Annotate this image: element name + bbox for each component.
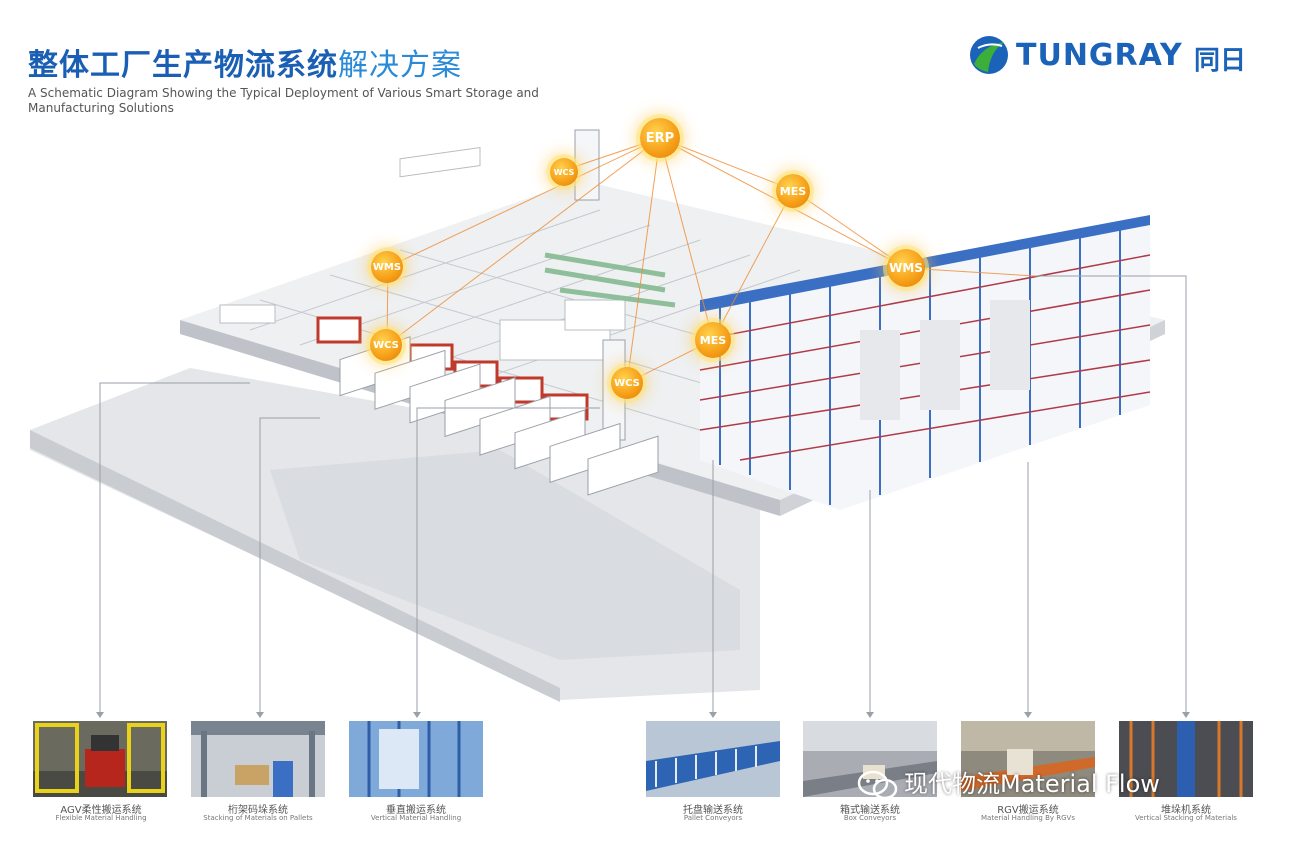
company-logo: TUNGRAY 同日 — [968, 34, 1258, 78]
asrs-rack — [699, 215, 1151, 510]
mes-node-top: MES — [776, 174, 810, 208]
rgv-photo — [961, 721, 1095, 797]
solution-label-cn: 箱式输送系统 — [840, 805, 900, 816]
wms-node-right: WMS — [887, 249, 925, 287]
gantry-photo — [191, 721, 325, 797]
wcs-node-top: WCS — [550, 158, 578, 186]
box-conveyor-photo — [803, 721, 937, 797]
solution-label-cn: 托盘输送系统 — [683, 805, 743, 816]
solution-label-cn: 桁架码垛系统 — [228, 805, 288, 816]
solution-label-en: Material Handling By RGVs — [981, 814, 1075, 822]
wcs-node-left: WCS — [370, 329, 402, 361]
solution-label-en: Box Conveyors — [843, 814, 897, 822]
pallet-conveyor-photo — [646, 721, 780, 797]
tungray-logo-mark-icon — [970, 36, 1008, 74]
title-bold: 整体工厂生产物流系统 — [28, 48, 338, 83]
stacker-photo — [1119, 721, 1253, 797]
title-light: 解决方案 — [338, 48, 462, 83]
solution-label-en: Vertical Stacking of Materials — [1135, 814, 1237, 822]
mes-node-center: MES — [695, 322, 731, 358]
watermark-text: 现代物流Material Flow — [904, 770, 1160, 798]
wcs-node-center: WCS — [611, 367, 643, 399]
logo-brand: TUNGRAY — [1016, 38, 1183, 73]
page-title: 整体工厂生产物流系统解决方案 — [28, 40, 462, 84]
erp-node: ERP — [640, 118, 680, 158]
solution-label-en: Vertical Material Handling — [370, 814, 462, 822]
solution-label-cn: 垂直搬运系统 — [386, 805, 446, 816]
lift-photo — [349, 721, 483, 797]
page-subtitle: A Schematic Diagram Showing the Typical … — [28, 86, 539, 115]
agv-photo — [33, 721, 167, 797]
logo-cn: 同日 — [1194, 46, 1247, 76]
solution-label-cn: RGV搬运系统 — [997, 805, 1059, 816]
solution-label-cn: 堆垛机系统 — [1161, 805, 1211, 816]
watermark: 现代物流Material Flow — [856, 764, 1160, 800]
solution-label-en: Stacking of Materials on Pallets — [203, 814, 313, 822]
solution-label-cn: AGV柔性搬运系统 — [60, 805, 142, 816]
solution-label-en: Flexible Material Handling — [55, 814, 147, 822]
wms-node-left: WMS — [371, 251, 403, 283]
solution-label-en: Pallet Conveyors — [683, 814, 743, 822]
wechat-icon — [857, 770, 898, 800]
